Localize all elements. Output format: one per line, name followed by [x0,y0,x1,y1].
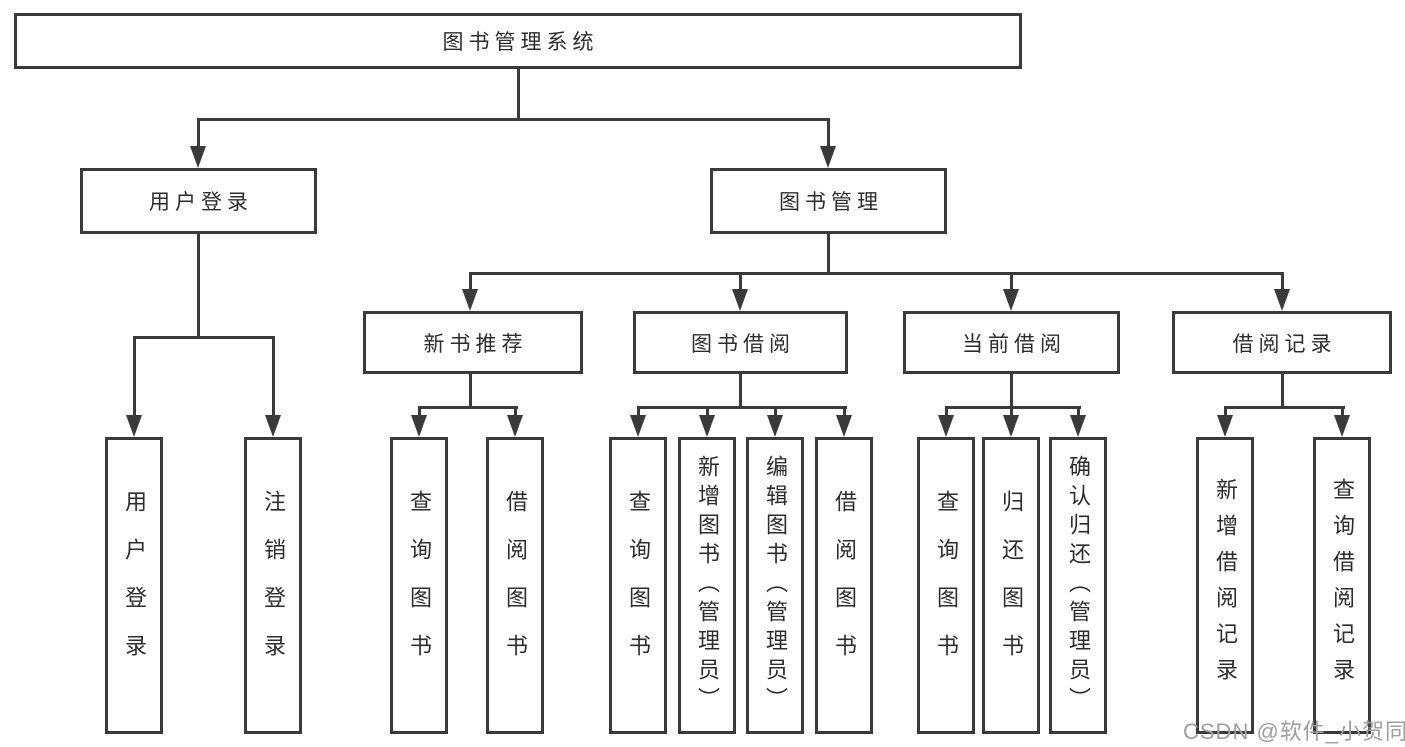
connector [1341,406,1344,418]
connector [945,406,948,418]
node-current-query-books: 查询图书 [917,437,975,734]
node-recommend-borrow-books: 借阅图书 [486,437,544,734]
node-book-borrowing: 图书借阅 [633,311,848,374]
node-confirm-return-admin: 确认归还（管理员） [1049,437,1107,734]
connector [197,118,200,148]
arrowhead-down-icon [265,415,281,437]
node-new-book-recommendation: 新书推荐 [363,311,583,374]
arrowhead-down-icon [1003,289,1019,311]
connector [1010,272,1013,292]
node-label: 图书管理 [779,191,883,214]
node-query-borrow-record: 查询借阅记录 [1313,437,1371,734]
connector [843,406,846,418]
connector [1077,406,1080,418]
node-label: 编辑图书（管理员） [763,455,788,716]
arrowhead-down-icon [411,415,427,437]
connector [774,406,777,418]
arrowhead-down-icon [1217,415,1233,437]
arrowhead-down-icon [767,415,783,437]
node-label: 用户登录 [122,489,147,682]
node-label: 借阅记录 [1232,332,1337,356]
connector [197,234,200,336]
node-library-management-system: 图书管理系统 [14,13,1022,69]
node-label: 新书推荐 [423,332,528,356]
node-label: 图书管理系统 [442,31,599,54]
node-edit-books-admin: 编辑图书（管理员） [746,437,804,734]
connector [133,336,136,417]
connector [827,118,830,148]
connector [739,272,742,292]
node-label: 用户登录 [149,191,253,214]
node-return-books: 归还图书 [982,437,1040,734]
node-borrowing-borrow-books: 借阅图书 [815,437,873,734]
node-user-login: 用户登录 [80,168,317,234]
arrowhead-down-icon [1334,415,1350,437]
connector [739,374,742,406]
connector [1010,374,1013,406]
connector [706,406,709,418]
arrowhead-down-icon [190,146,206,168]
connector [637,406,640,418]
node-label: 当前借阅 [962,332,1066,356]
node-current-borrowing: 当前借阅 [903,311,1120,374]
node-label: 查询借阅记录 [1330,477,1355,694]
connector [469,374,472,406]
arrowhead-down-icon [630,415,646,437]
connector [133,336,275,339]
connector [418,406,518,409]
node-book-management: 图书管理 [710,168,947,234]
arrowhead-down-icon [462,289,478,311]
connector [514,406,517,418]
connector [945,406,1081,409]
connector [1224,406,1345,409]
arrowhead-down-icon [1070,415,1086,437]
node-label: 确认归还（管理员） [1066,455,1091,716]
node-label: 借阅图书 [503,489,528,682]
arrowhead-down-icon [732,289,748,311]
connector [1010,406,1013,418]
connector [1224,406,1227,418]
node-borrowing-query-books: 查询图书 [609,437,667,734]
node-label: 查询图书 [626,489,651,682]
connector [1281,272,1284,292]
node-label: 查询图书 [407,489,432,682]
node-label: 注销登录 [261,489,286,682]
node-logout: 注销登录 [244,437,302,734]
node-add-books-admin: 新增图书（管理员） [678,437,736,734]
connector [517,69,520,118]
arrowhead-down-icon [1003,415,1019,437]
node-recommend-query-books: 查询图书 [390,437,448,734]
arrowhead-down-icon [699,415,715,437]
node-label: 新增图书（管理员） [695,455,720,716]
node-label: 归还图书 [999,489,1024,682]
connector [827,234,830,272]
connector [637,406,847,409]
node-label: 新增借阅记录 [1213,477,1238,694]
connector [272,336,275,417]
connector [469,272,472,292]
node-label: 借阅图书 [832,489,857,682]
arrowhead-down-icon [1274,289,1290,311]
connector [1281,374,1284,406]
arrowhead-down-icon [126,415,142,437]
node-label: 图书借阅 [691,332,795,356]
node-user-login-action: 用户登录 [105,437,163,734]
watermark-text: CSDN @软件_小贺同学 [1183,719,1405,744]
connector [469,272,1284,275]
arrowhead-down-icon [507,415,523,437]
arrowhead-down-icon [938,415,954,437]
arrowhead-down-icon [820,146,836,168]
node-add-borrow-record: 新增借阅记录 [1196,437,1254,734]
connector [418,406,421,418]
node-label: 查询图书 [934,489,959,682]
connector [197,118,830,121]
node-borrowing-records: 借阅记录 [1172,311,1392,374]
arrowhead-down-icon [836,415,852,437]
